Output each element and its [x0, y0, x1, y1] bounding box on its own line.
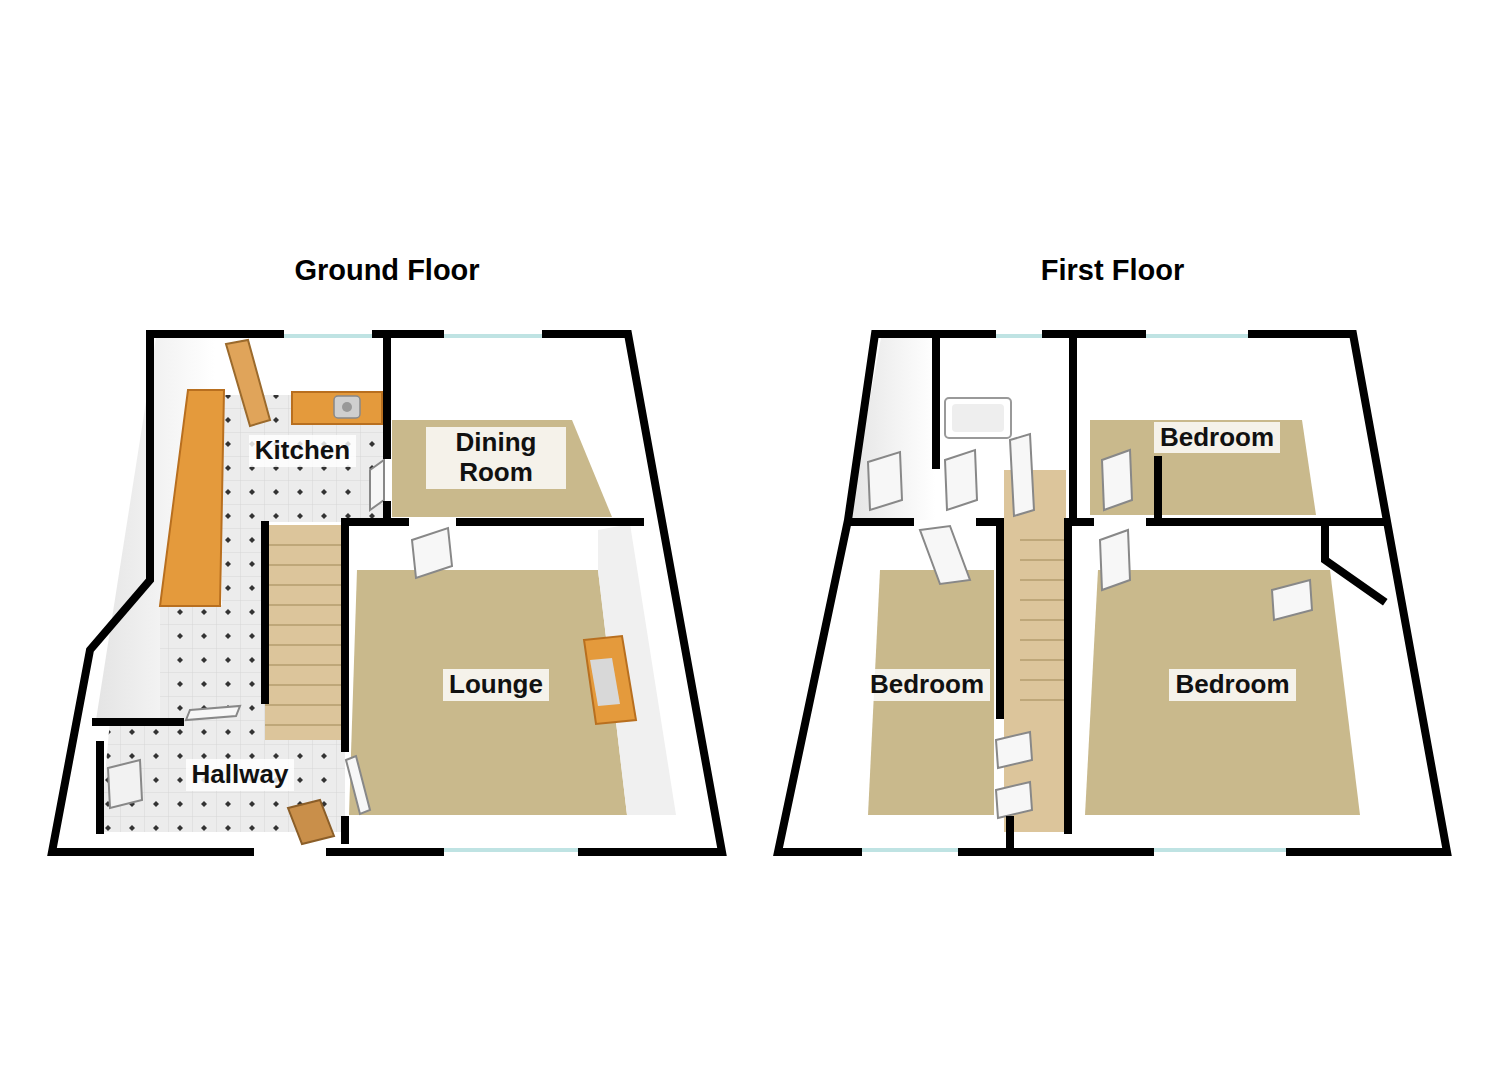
room-label: Kitchen — [249, 435, 356, 467]
room-area: Dining Room — [398, 420, 594, 496]
floor-heading: First Floor — [778, 254, 1447, 287]
room-label: Lounge — [443, 669, 549, 701]
room-area: Hallway — [125, 752, 355, 798]
room-area: Bedroom — [1100, 600, 1365, 770]
room-label: Bedroom — [864, 669, 990, 701]
room-area: Bedroom — [1092, 415, 1342, 460]
room-label: Bedroom — [1154, 422, 1280, 454]
floor-outline: Ground FloorKitchenDining RoomLoungeHall… — [52, 332, 722, 852]
floor-outline: First FloorBedroomBedroomBedroom — [778, 332, 1447, 852]
room-area: Lounge — [362, 600, 630, 770]
room-area: Bedroom — [850, 600, 1004, 770]
floor-heading: Ground Floor — [52, 254, 722, 287]
ground-floor-drawing — [52, 334, 722, 852]
room-area: Kitchen — [225, 428, 380, 474]
room-label: Bedroom — [1169, 669, 1295, 701]
room-label: Hallway — [186, 759, 295, 791]
room-label: Dining Room — [426, 427, 566, 489]
first-floor-drawing — [778, 334, 1447, 852]
